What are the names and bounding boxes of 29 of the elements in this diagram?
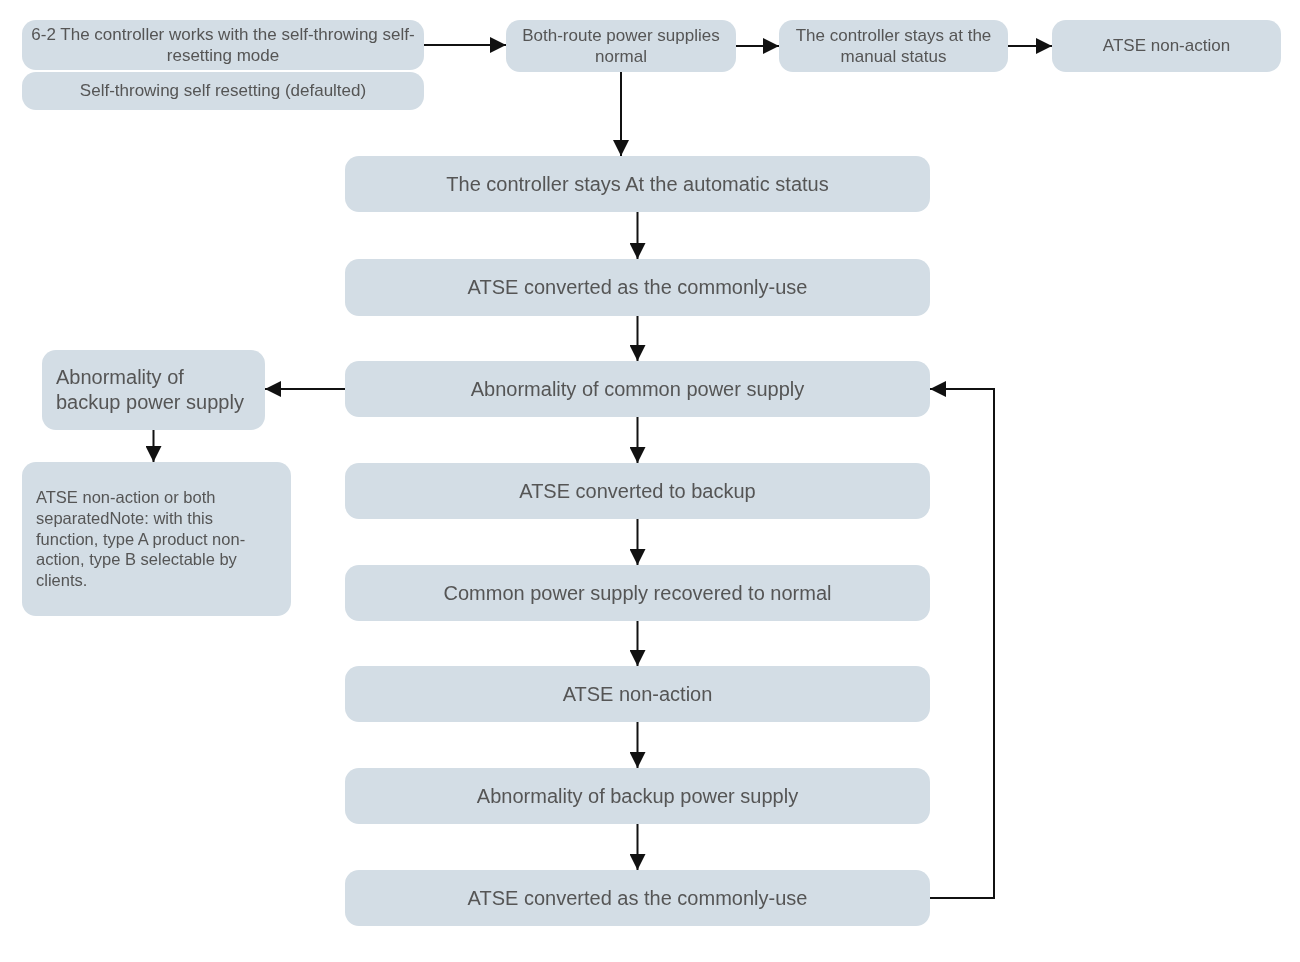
arrow <box>613 71 629 157</box>
process-box: Abnormality of backup power supply <box>345 768 930 824</box>
process-box: ATSE converted as the commonly-use <box>345 870 930 926</box>
arrow <box>629 315 646 362</box>
process-box: ATSE converted to backup <box>345 463 930 519</box>
arrow <box>264 381 346 397</box>
arrow <box>145 429 162 463</box>
process-box: Abnormality of common power supply <box>345 361 930 417</box>
process-box: The controller stays at the manual status <box>779 20 1008 72</box>
process-box: The controller stays At the automatic status <box>345 156 930 212</box>
arrow <box>629 416 646 464</box>
process-box: Abnormality of backup power supply <box>42 350 265 430</box>
process-box: ATSE non-action <box>345 666 930 722</box>
process-box: 6-2 The controller works with the self-throwing self-resetting mode <box>22 20 424 70</box>
arrow <box>1007 38 1053 54</box>
arrow <box>629 211 646 260</box>
process-box: ATSE non-action <box>1052 20 1281 72</box>
process-box: ATSE non-action or both separatedNote: with this function, type A product non-action, type B selectable by clients. <box>22 462 291 616</box>
arrow <box>629 823 646 871</box>
arrow <box>929 381 995 899</box>
process-box: Self-throwing self resetting (defaulted) <box>22 72 424 110</box>
arrow <box>629 721 646 769</box>
process-box: ATSE converted as the commonly-use <box>345 259 930 316</box>
arrow <box>629 620 646 667</box>
arrow <box>629 518 646 566</box>
arrow <box>423 37 507 53</box>
process-box: Both-route power supplies normal <box>506 20 736 72</box>
process-box: Common power supply recovered to normal <box>345 565 930 621</box>
arrow <box>735 38 780 54</box>
